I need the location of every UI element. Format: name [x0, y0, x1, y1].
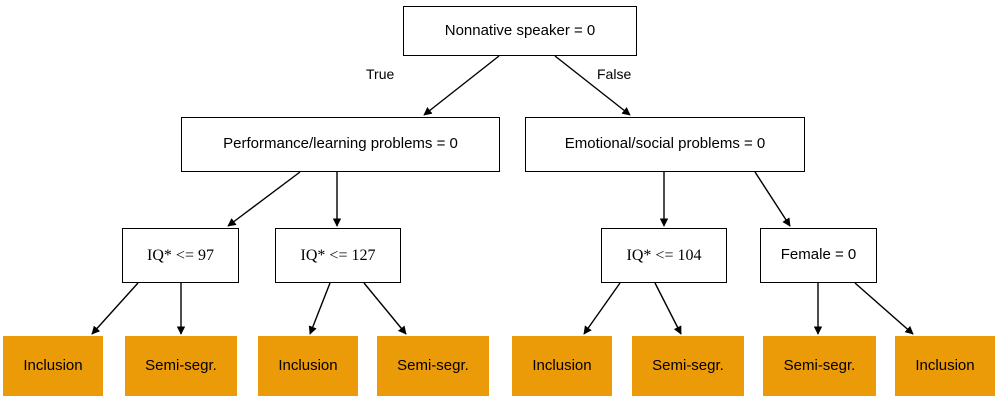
edge-label-false-text: False — [597, 66, 632, 82]
node-iq-97-label: IQ* <= 97 — [147, 246, 214, 264]
edge-label-true-text: True — [366, 66, 395, 82]
tree-edges — [91, 55, 914, 335]
node-iq-127-label: IQ* <= 127 — [300, 246, 376, 264]
node-iq-127[interactable]: IQ* <= 127 — [275, 228, 401, 283]
leaf-node-label: Inclusion — [278, 356, 338, 374]
leaf-node-leaf2[interactable]: Semi-segr. — [125, 336, 237, 396]
edge-iq127-to-leaf4 — [363, 282, 407, 335]
leaf-node-leaf8[interactable]: Inclusion — [895, 336, 995, 396]
node-root-label: Nonnative speaker = 0 — [444, 21, 596, 39]
edge-label-false: False — [597, 66, 631, 82]
leaf-node-label: Inclusion — [532, 356, 592, 374]
edge-iq127-to-leaf3 — [308, 282, 331, 335]
edge-root-to-left_l2 — [423, 55, 500, 116]
edge-right_l2-to-female — [754, 171, 791, 227]
edge-iq104-to-leaf6 — [654, 282, 682, 335]
leaf-node-label: Inclusion — [915, 356, 975, 374]
leaf-node-label: Semi-segr. — [397, 356, 469, 374]
leaf-node-leaf1[interactable]: Inclusion — [3, 336, 103, 396]
node-iq-104-label: IQ* <= 104 — [626, 246, 702, 264]
edge-label-true: True — [366, 66, 394, 82]
node-performance-learning-problems-label: Performance/learning problems = 0 — [223, 135, 458, 153]
edge-iq104-to-leaf5 — [583, 282, 621, 335]
node-iq-104[interactable]: IQ* <= 104 — [601, 228, 727, 283]
edge-female-to-leaf8 — [854, 282, 914, 335]
leaf-node-label: Semi-segr. — [652, 356, 724, 374]
node-emotional-social-problems-label: Emotional/social problems = 0 — [564, 135, 766, 153]
edge-iq97-to-leaf1 — [91, 282, 139, 335]
edge-left_l2-to-iq97 — [227, 171, 301, 227]
leaf-node-leaf5[interactable]: Inclusion — [512, 336, 612, 396]
leaf-node-leaf7[interactable]: Semi-segr. — [763, 336, 876, 396]
leaf-node-leaf6[interactable]: Semi-segr. — [632, 336, 744, 396]
node-root[interactable]: Nonnative speaker = 0 — [403, 6, 637, 56]
node-female[interactable]: Female = 0 — [760, 228, 877, 283]
node-emotional-social-problems[interactable]: Emotional/social problems = 0 — [525, 117, 805, 172]
leaf-node-leaf4[interactable]: Semi-segr. — [377, 336, 489, 396]
node-female-label: Female = 0 — [780, 246, 857, 264]
leaf-node-label: Semi-segr. — [145, 356, 217, 374]
edge-root-to-right_l2 — [554, 55, 631, 116]
leaf-node-label: Inclusion — [23, 356, 83, 374]
node-performance-learning-problems[interactable]: Performance/learning problems = 0 — [181, 117, 500, 172]
node-iq-97[interactable]: IQ* <= 97 — [122, 228, 239, 283]
leaf-node-label: Semi-segr. — [783, 356, 856, 374]
leaf-node-leaf3[interactable]: Inclusion — [258, 336, 358, 396]
